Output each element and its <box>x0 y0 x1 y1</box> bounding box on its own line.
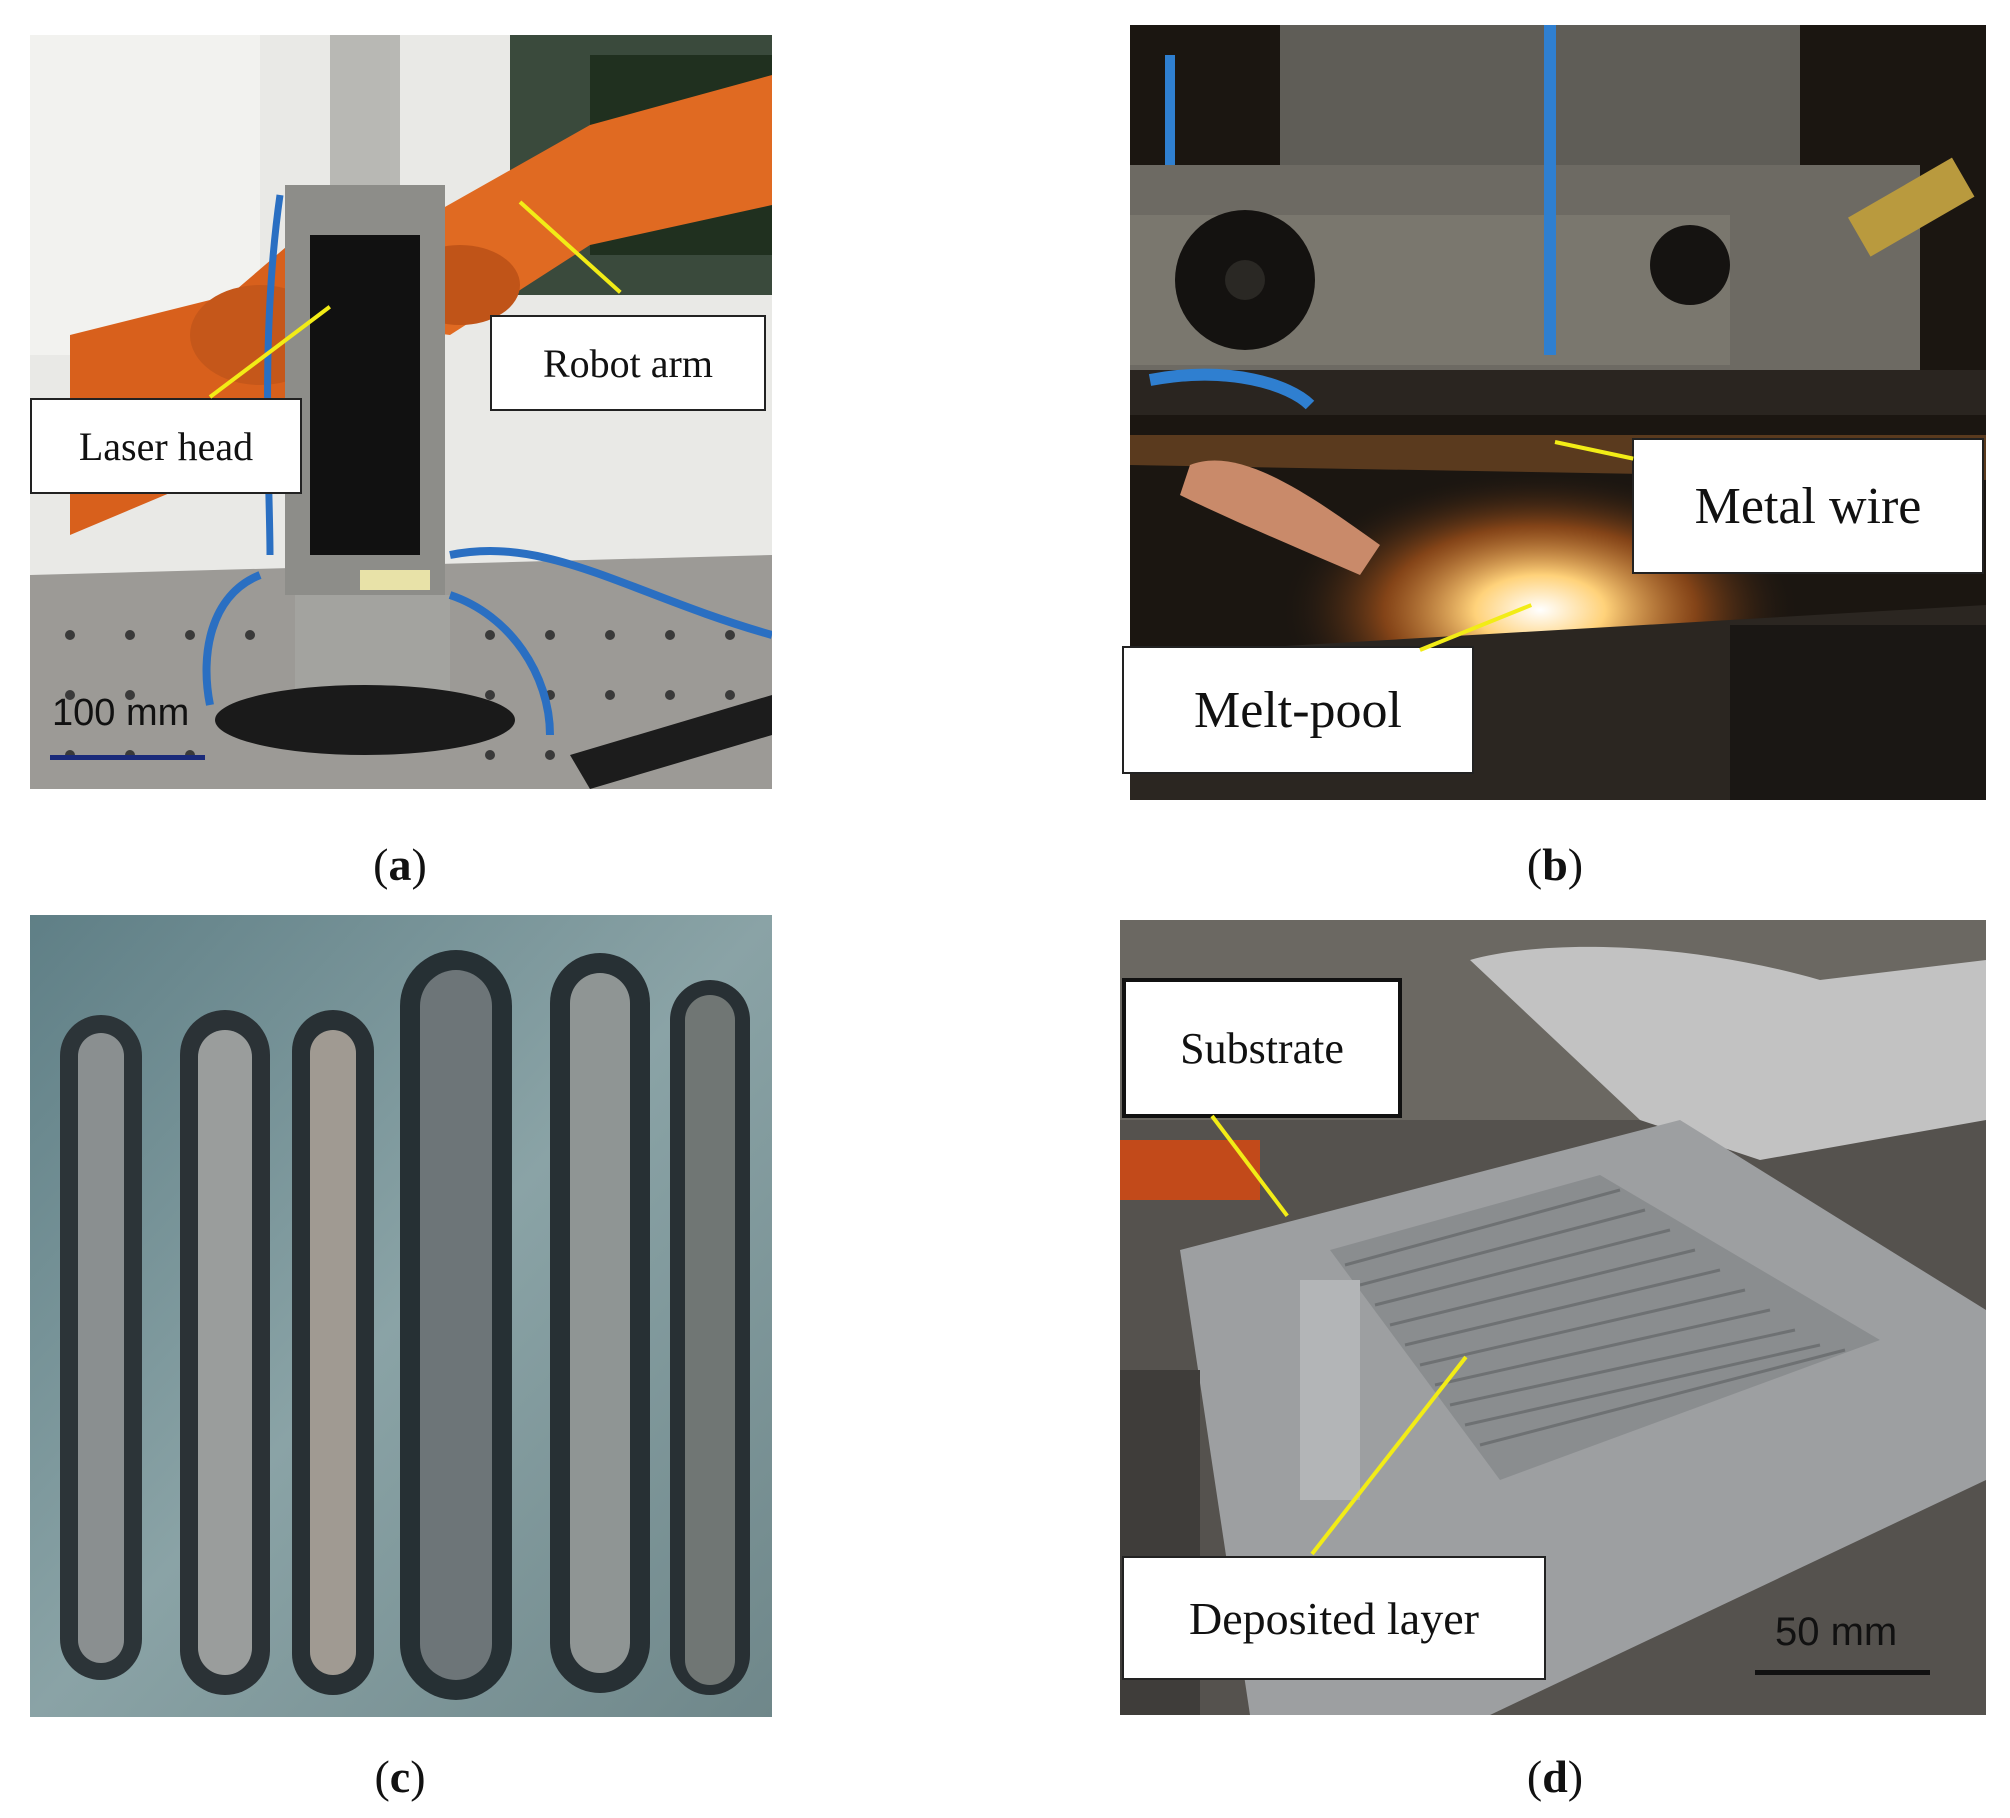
panel-a-scale-label: 100 mm <box>52 692 190 734</box>
caption-a: (a) <box>373 839 427 890</box>
panel-a-photo <box>30 35 772 789</box>
caption-c-letter: c <box>389 1751 411 1802</box>
metal-wire-label: Metal wire <box>1632 438 1984 574</box>
panel-d-scale-bar <box>1755 1670 1930 1675</box>
caption-d: (d) <box>1526 1751 1584 1802</box>
caption-d-letter: d <box>1542 1751 1568 1802</box>
substrate-label: Substrate <box>1122 978 1402 1118</box>
caption-b-letter: b <box>1542 839 1568 890</box>
deposited-layer-label: Deposited layer <box>1122 1556 1546 1680</box>
panel-a-scale-bar <box>50 755 205 760</box>
laser-head-label: Laser head <box>30 398 302 494</box>
melt-pool-label: Melt-pool <box>1122 646 1474 774</box>
caption-b: (b) <box>1526 839 1584 890</box>
caption-a-letter: a <box>388 839 412 890</box>
panel-d-scale-label: 50 mm <box>1775 1610 1898 1654</box>
robot-arm-label: Robot arm <box>490 315 766 411</box>
weld-beads <box>60 950 750 1700</box>
panel-c-photo <box>30 915 772 1717</box>
caption-c: (c) <box>374 1751 426 1802</box>
